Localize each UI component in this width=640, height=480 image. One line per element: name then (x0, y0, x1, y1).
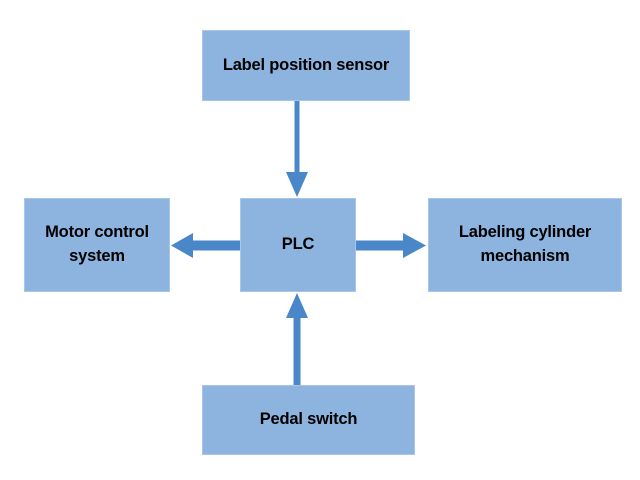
arrow-up-icon (286, 293, 308, 385)
node-plc[interactable]: PLC (240, 198, 356, 292)
connector-plc-to-labeling (356, 233, 426, 258)
arrow-left-icon (171, 233, 240, 258)
node-motor-control-system[interactable]: Motor control system (24, 198, 170, 292)
connector-pedal-to-plc (286, 293, 308, 385)
node-plc-text: PLC (281, 235, 315, 254)
node-pedal-switch[interactable]: Pedal switch (202, 385, 415, 455)
node-motor-control-system-line2: system (69, 247, 125, 265)
node-motor-control-system-text: Motor control system (33, 221, 161, 269)
connector-plc-to-motor (171, 233, 240, 258)
arrow-right-icon (356, 233, 426, 258)
node-motor-control-system-line1: Motor control (45, 223, 149, 242)
node-labeling-cylinder-mechanism-line1: Labeling cylinder (458, 223, 592, 242)
node-label-position-sensor[interactable]: Label position sensor (202, 30, 410, 101)
node-labeling-cylinder-mechanism-line2: mechanism (480, 247, 570, 265)
arrow-down-icon (286, 101, 308, 197)
node-pedal-switch-text: Pedal switch (259, 410, 358, 429)
node-label-position-sensor-text: Label position sensor (222, 55, 390, 74)
connector-sensor-to-plc (286, 101, 308, 197)
node-labeling-cylinder-mechanism-text: Labeling cylinder mechanism (437, 221, 613, 269)
node-labeling-cylinder-mechanism[interactable]: Labeling cylinder mechanism (428, 198, 622, 292)
